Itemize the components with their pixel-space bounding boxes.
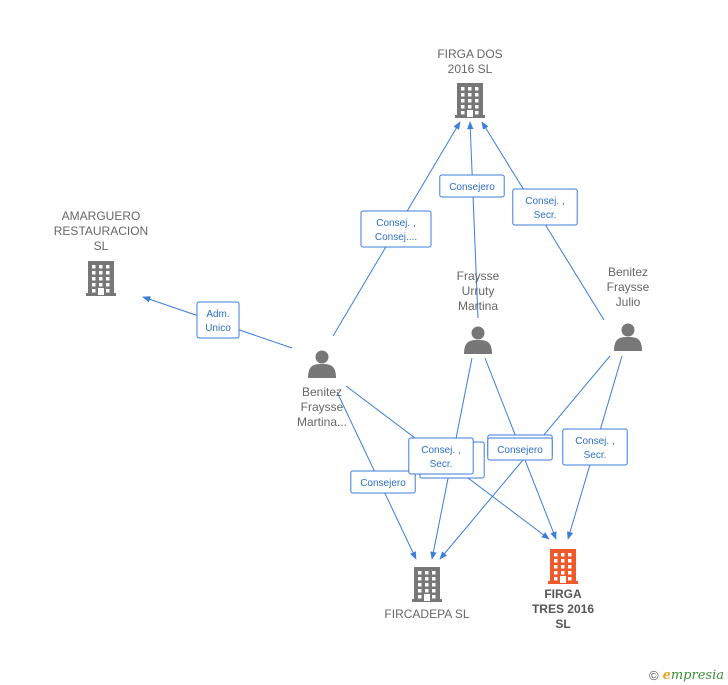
node-label: RESTAURACION	[54, 224, 148, 238]
edge-label-text: Consej. ,	[376, 218, 415, 229]
edge-label-text: Consejero	[449, 182, 495, 193]
edge-label-e5[interactable]: Consejero	[350, 470, 416, 494]
node-label: FIRGA DOS	[437, 47, 502, 61]
node-label: FIRGA	[544, 587, 582, 601]
edge-label-text: Secr.	[584, 450, 607, 461]
node-label: Benitez	[608, 265, 648, 279]
edge-label-box[interactable]	[439, 174, 505, 198]
person-icon	[614, 323, 642, 351]
edge-label-e3[interactable]: Consej. , Secr.	[512, 188, 578, 226]
copyright-icon: ©	[648, 668, 659, 683]
node-label: Martina...	[297, 415, 347, 429]
edge-label-text: Consej. ,	[525, 196, 564, 207]
node-label: Benitez	[302, 385, 342, 399]
edge-label-text: Secr.	[430, 459, 453, 470]
person-icon	[464, 326, 492, 354]
edge-fraysse_urruty-to-firga_dos	[467, 121, 479, 319]
node-label: Julio	[616, 295, 641, 309]
edge-label-text: Adm.	[206, 309, 229, 320]
edge-label-box[interactable]	[408, 437, 474, 475]
edge-label-e2[interactable]: Consejero	[439, 174, 505, 198]
node-label: Urruty	[462, 284, 495, 298]
empresia-logo[interactable]: empresia	[662, 668, 724, 683]
edge-label-box[interactable]	[562, 428, 628, 466]
edge-label-e10[interactable]: Consej. , Secr.	[562, 428, 628, 466]
node-label: FIRCADEPA SL	[384, 607, 469, 621]
node-label: TRES 2016	[532, 602, 594, 616]
footer-brand: © empresia	[649, 668, 724, 683]
edge-label-box[interactable]	[350, 470, 416, 494]
node-label: Fraysse	[301, 400, 344, 414]
edge-label-e4[interactable]: Adm. Unico	[196, 301, 240, 339]
building-icon	[455, 83, 485, 118]
node-benitez_martina[interactable]: BenitezFraysseMartina...	[297, 350, 347, 430]
edge-label-e7[interactable]: Consej. , Secr.	[408, 437, 474, 475]
edge-label-box[interactable]	[512, 188, 578, 226]
edge-label-text: Consejero	[360, 478, 406, 489]
node-label: 2016 SL	[448, 62, 493, 76]
building-icon	[86, 261, 116, 296]
edge-label-text: Secr.	[534, 210, 557, 221]
edge-label-text: Consej. ,	[421, 445, 460, 456]
edge-label-box[interactable]	[487, 437, 553, 461]
edge-label-box[interactable]	[360, 210, 432, 248]
edge-label-e9[interactable]: Consejero	[487, 437, 553, 461]
building-icon	[412, 567, 442, 602]
edge-label-e1[interactable]: Consej. , Consej....	[360, 210, 432, 248]
edge-label-text: Consej....	[375, 232, 417, 243]
edge-label-box[interactable]	[196, 301, 240, 339]
node-label: Fraysse	[607, 280, 650, 294]
node-label: Martina	[458, 299, 498, 313]
node-label: SL	[94, 239, 109, 253]
edge-label-text: Consejero	[497, 445, 543, 456]
edge-label-text: Consej. ,	[575, 436, 614, 447]
node-fircadepa[interactable]: FIRCADEPA SL	[384, 567, 470, 621]
person-icon	[308, 350, 336, 378]
node-label: SL	[555, 617, 570, 631]
building-icon	[548, 549, 578, 584]
node-label: Fraysse	[457, 269, 500, 283]
edge-label-text: Unico	[205, 323, 231, 334]
node-label: AMARGUERO	[62, 209, 141, 223]
